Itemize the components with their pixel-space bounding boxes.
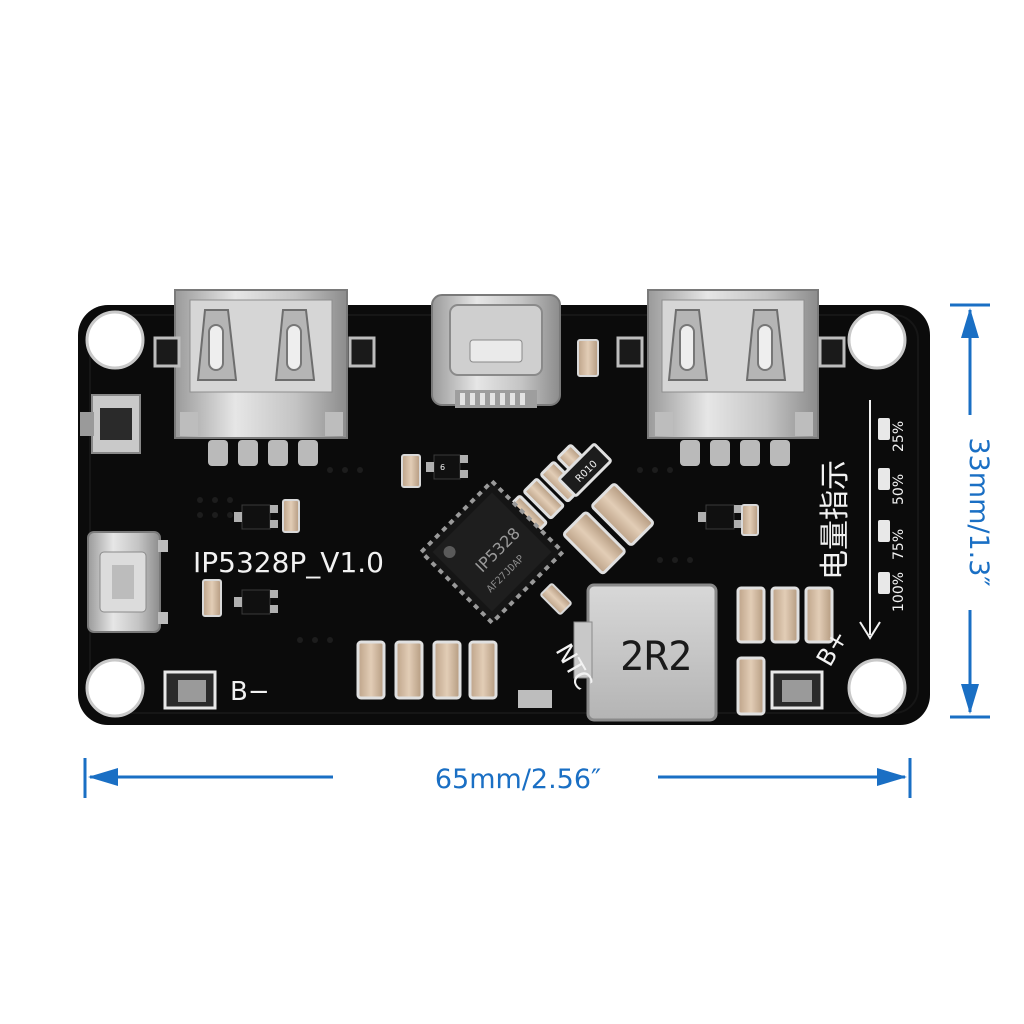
battery-negative-pad	[163, 670, 217, 710]
led-level-75: 75%	[891, 529, 907, 560]
led-indicators	[878, 418, 890, 594]
battery-negative-label: B−	[230, 677, 270, 707]
sot-transistor-top: 6	[426, 454, 468, 480]
sot-transistor-left-lower	[234, 589, 278, 615]
usb-a-port-right	[616, 289, 846, 466]
mounting-hole-top-right	[847, 310, 907, 370]
usb-c-port	[431, 294, 561, 408]
battery-indicator-label: 电量指示	[818, 460, 853, 580]
ntc-thermistor-pad	[518, 690, 552, 708]
sot-marking: 6	[440, 463, 445, 472]
capacitor-small	[202, 339, 759, 617]
battery-positive-pad	[770, 670, 824, 710]
height-dimension-label: 33mm/1.3″	[963, 437, 994, 586]
mounting-hole-bottom-left	[85, 658, 145, 718]
board-model-label: IP5328P_V1.0	[193, 546, 384, 579]
capacitor-diagonal-large	[562, 483, 654, 575]
sot-transistor-right	[698, 504, 742, 530]
push-button-switch	[80, 394, 141, 454]
led-level-100: 100%	[891, 572, 907, 612]
mounting-hole-top-left	[85, 310, 145, 370]
capacitor-bank-right	[736, 586, 834, 716]
usb-a-port-left	[153, 289, 376, 466]
capacitor-bank-bottom	[356, 640, 498, 700]
micro-usb-port	[87, 531, 168, 633]
indicator-arrow	[859, 400, 881, 640]
led-level-labels: 100% 75% 50% 25%	[891, 421, 907, 612]
mounting-hole-bottom-right	[847, 658, 907, 718]
width-dimension	[83, 758, 912, 798]
width-dimension-label: 65mm/2.56″	[435, 764, 601, 795]
height-dimension	[950, 303, 990, 719]
sot-transistor-left	[234, 504, 278, 530]
led-level-25: 25%	[891, 421, 907, 452]
ip5328-chip: IP5328 AF27JDAP	[418, 478, 566, 626]
inductor-marking: 2R2	[620, 634, 692, 680]
power-inductor: 2R2	[573, 583, 718, 722]
sense-resistor: R010	[558, 443, 612, 497]
led-level-50: 50%	[891, 474, 907, 505]
